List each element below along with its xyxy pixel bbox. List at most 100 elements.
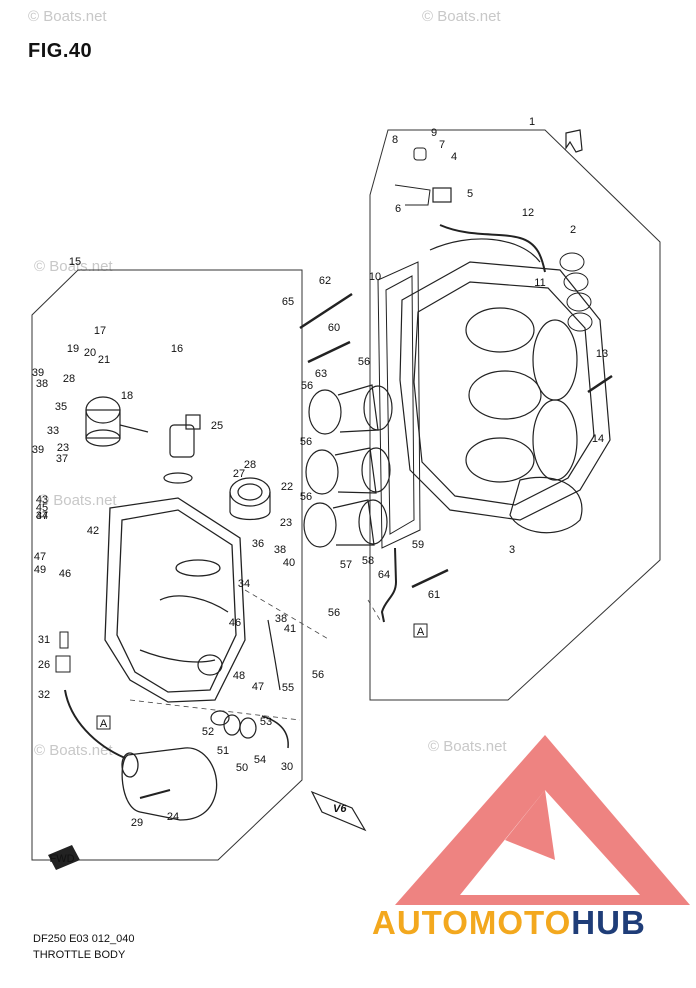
part-number-label: 1 <box>529 116 535 128</box>
part-number-label: 22 <box>281 481 293 493</box>
brand-wordmark: AUTOMOTOHUB <box>372 904 646 942</box>
watermark: © Boats.net <box>34 742 113 759</box>
part-number-label: 46 <box>229 617 241 629</box>
part-number-label: 26 <box>38 659 50 671</box>
hose <box>439 224 546 273</box>
part-number-label: 53 <box>260 716 272 728</box>
watermark: © Boats.net <box>422 8 501 25</box>
watermark: © Boats.net <box>428 738 507 755</box>
brand-triangle-logo <box>395 735 690 905</box>
part-number-label: 36 <box>252 538 264 550</box>
part-number-label: 52 <box>202 726 214 738</box>
part-number-label: 5 <box>467 188 473 200</box>
fwd-arrow-icon <box>48 845 80 870</box>
part-number-label: 48 <box>233 670 245 682</box>
part-number-label: 29 <box>131 817 143 829</box>
part-number-label: 63 <box>315 368 327 380</box>
part-number-label: 47 <box>34 551 46 563</box>
part-number-label: 37 <box>36 510 48 522</box>
part-number-label: 23 <box>57 442 69 454</box>
connector <box>59 631 69 649</box>
part-number-label: 15 <box>69 256 81 268</box>
part-number-label: 38 <box>36 378 48 390</box>
part-number-label: 14 <box>592 433 604 445</box>
part-number-label: 51 <box>217 745 229 757</box>
part-number-label: 4 <box>451 151 457 163</box>
pipe <box>380 547 398 623</box>
part-number-label: 17 <box>94 325 106 337</box>
watermark: © Boats.net <box>28 8 107 25</box>
left-assembly-frame <box>31 269 303 861</box>
part-number-label: 30 <box>281 761 293 773</box>
part-number-label: 65 <box>282 296 294 308</box>
part-number-label: 25 <box>211 420 223 432</box>
part-number-label: 54 <box>254 754 266 766</box>
pressure-sensor <box>163 414 201 484</box>
part-number-label: 55 <box>282 682 294 694</box>
part-number-label: 28 <box>63 373 75 385</box>
part-number-label: 50 <box>236 762 248 774</box>
resonator <box>121 747 218 821</box>
part-number-label: 16 <box>171 343 183 355</box>
part-number-label: 7 <box>439 139 445 151</box>
part-number-label: 40 <box>283 557 295 569</box>
part-number-label: 49 <box>34 564 46 576</box>
part-number-label: 21 <box>98 354 110 366</box>
svg-text:V6: V6 <box>333 803 347 815</box>
part-number-label: 56 <box>300 436 312 448</box>
part-number-label: 56 <box>301 380 313 392</box>
part-number-label: 61 <box>428 589 440 601</box>
right-assembly-frame <box>369 129 661 701</box>
part-number-label: 32 <box>38 689 50 701</box>
arrow-marker-a <box>96 715 111 730</box>
leader-lines <box>129 589 381 721</box>
part-number-label: 38 <box>274 544 286 556</box>
throttle-body <box>229 477 271 521</box>
part-number-label: 60 <box>328 322 340 334</box>
sensor <box>432 187 452 203</box>
part-number-label: 56 <box>358 356 370 368</box>
part-number-label: 42 <box>87 525 99 537</box>
emblem <box>310 790 367 832</box>
watermark: © Boats.net <box>38 492 117 509</box>
part-number-label: 62 <box>319 275 331 287</box>
part-number-label: 43 <box>36 494 48 506</box>
part-number-label: 28 <box>244 459 256 471</box>
part-number-label: 10 <box>369 271 381 283</box>
part-number-label: 27 <box>233 468 245 480</box>
arrow-marker-a-label: A <box>417 626 425 638</box>
part-number-label: 34 <box>238 578 250 590</box>
part-number-label: 12 <box>522 207 534 219</box>
intake-funnels <box>303 384 393 548</box>
arrow-marker-a <box>413 623 428 638</box>
manifold-gasket <box>377 261 421 549</box>
part-number-label: 18 <box>121 390 133 402</box>
part-number-label: 6 <box>395 203 401 215</box>
part-number-label: 2 <box>570 224 576 236</box>
part-number-label: 24 <box>167 811 179 823</box>
part-number-label: 44 <box>36 510 48 522</box>
bolt-58 <box>307 340 351 364</box>
brand-wordmark-part1: AUTOMOTO <box>372 904 572 941</box>
part-number-label: 8 <box>392 134 398 146</box>
lever-assembly <box>197 654 257 739</box>
watermark: © Boats.net <box>34 258 113 275</box>
part-number-label: 58 <box>362 555 374 567</box>
bolt-13 <box>587 374 613 394</box>
part-number-label: 45 <box>36 502 48 514</box>
brand-wordmark-part2: HUB <box>571 904 646 941</box>
part-number-label: 9 <box>431 127 437 139</box>
part-number-label: 41 <box>284 623 296 635</box>
part-number-label: 59 <box>412 539 424 551</box>
clip <box>565 129 583 153</box>
section-name: THROTTLE BODY <box>33 949 126 961</box>
part-number-label: 39 <box>32 444 44 456</box>
link-rod <box>261 715 289 749</box>
hose <box>64 689 126 759</box>
part-number-label: 38 <box>275 613 287 625</box>
part-number-label: 56 <box>300 491 312 503</box>
part-number-label: 46 <box>59 568 71 580</box>
bolt-60 <box>299 292 353 330</box>
figure-title: FIG.40 <box>28 40 93 62</box>
